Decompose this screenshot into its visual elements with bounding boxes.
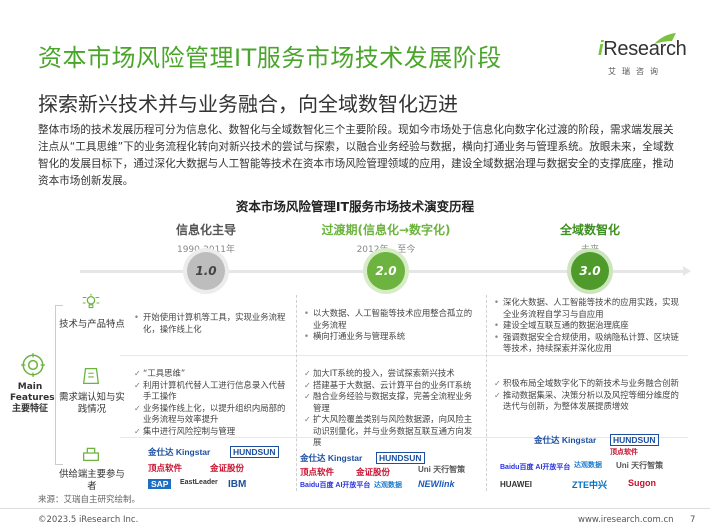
logo-cn: 艾瑞咨询 [608, 67, 664, 76]
logo-swoosh-icon [654, 33, 676, 44]
supplier-logo: 金仕达 Kingstar [534, 435, 597, 445]
stage-3-node: 3.0 [571, 252, 609, 290]
supplier-logo: HUAWEI [500, 480, 532, 489]
page-number: 7 [690, 515, 696, 525]
supplier-logo: 金仕达 Kingstar [300, 453, 363, 463]
stage-2-period: 2012年 - 至今 [356, 245, 416, 255]
demand-cell-3: 积极布局全域数字化下的新技术与业务融合创新 推动数据集采、决策分析以及风控等细分… [494, 378, 686, 413]
supplier-logo: 金仕达 Kingstar [148, 447, 211, 457]
stage-2-node: 2.0 [367, 252, 405, 290]
supplier-logo: EastLeader [180, 479, 218, 486]
supplier-logo: IBM [228, 479, 247, 490]
supplier-icon [83, 447, 99, 461]
list-item: 强调数据安全合规使用，吸纳隐私计算、区块链等技术，持续探索并深化应用 [494, 332, 686, 355]
supplier-logo: 达观数据 [374, 482, 402, 489]
supplier-logo: HUNDSUN [376, 452, 425, 464]
main-features-label: Main Features 主要特征 [10, 382, 55, 414]
supplier-logo: 顶点软件 [300, 467, 335, 477]
supplier-logo: 金证股份 [356, 467, 391, 477]
supplier-logo: Baidu百度 AI开放平台 [500, 464, 571, 471]
row-label-supplier: 供给端主要参与者 [59, 469, 125, 492]
copyright: ©2023.5 iResearch Inc. [38, 515, 139, 525]
demand-cell-2: 加大IT系统的投入，尝试探索新兴技术 搭建基于大数据、云计算平台的业务IT系统 … [304, 368, 480, 449]
supplier-logo: Uni 天行智策 [616, 461, 664, 470]
stage-3-period: 未来 [580, 245, 599, 255]
stage-1-period: 1990-2011年 [176, 245, 236, 255]
supplier-logo: Uni 天行智策 [418, 465, 466, 474]
supplier-logo: Baidu百度 AI开放平台 [300, 482, 371, 489]
page-subtitle: 探索新兴技术并与业务融合，向全域数智化迈进 [38, 92, 458, 116]
col-separator [296, 295, 297, 491]
list-item: 集中进行风险控制与管理 [134, 426, 286, 438]
supplier-logo: HUNDSUN [230, 446, 279, 458]
list-item: 扩大风险覆盖类别与风险数据源，向风险主动识别量化，并与业务数据互联互通方向发展 [304, 414, 480, 449]
supplier-logo: HUNDSUN [610, 434, 659, 446]
list-item: 加大IT系统的投入，尝试探索新兴技术 [304, 368, 480, 380]
tech-cell-2: 以大数据、人工智能等技术应用整合孤立的业务流程 横向打通业务与管理系统 [304, 308, 480, 343]
list-item: 深化大数据、人工智能等技术的应用实践，实现全业务流程自学习与自应用 [494, 297, 686, 320]
timeline-arrow-icon [683, 266, 691, 276]
row-label-tech: 技术与产品特点 [59, 319, 125, 330]
list-item: 搭建基于大数据、云计算平台的业务IT系统 [304, 380, 480, 392]
footer-divider [0, 508, 710, 509]
website-link[interactable]: www.iresearch.com.cn [578, 515, 674, 525]
list-item: 推动数据集采、决策分析以及风控等细分维度的迭代与创新，为整体发展提质增效 [494, 390, 686, 413]
list-item: “工具思维” [134, 368, 286, 380]
supplier-logo: ZTE中兴 [572, 480, 607, 490]
list-item: 以大数据、人工智能等技术应用整合孤立的业务流程 [304, 308, 480, 331]
demand-icon [82, 368, 100, 384]
page-title: 资本市场风险管理IT服务市场技术发展阶段 [38, 44, 502, 72]
stage-1-name: 信息化主导 [175, 223, 236, 237]
iresearch-logo: iResearch 艾瑞咨询 [598, 32, 687, 82]
supplier-logo: Sugon [628, 478, 656, 488]
main-features-brace [55, 305, 63, 465]
source-note: 来源：艾瑞自主研究绘制。 [38, 495, 141, 505]
row-label-demand: 需求端认知与实践情况 [59, 392, 125, 415]
supplier-logo: NEWlink [418, 479, 455, 489]
main-features-icon [21, 353, 45, 377]
intro-paragraph: 整体市场的技术发展历程可分为信息化、数智化与全域数智化三个主要阶段。现如今市场处… [38, 124, 675, 187]
list-item: 积极布局全域数字化下的新技术与业务融合创新 [494, 378, 686, 390]
supplier-logo: 达观数据 [574, 462, 602, 469]
list-item: 开始使用计算机等工具，实现业务流程化，操作线上化 [134, 312, 286, 335]
list-item: 利用计算机代替人工进行信息录入代替手工操作 [134, 380, 286, 403]
supplier-logo: SAP [148, 479, 172, 489]
tech-icon [82, 293, 100, 309]
supplier-logo: 顶点软件 [148, 463, 183, 473]
list-item: 建设全域互联互通的数据治理底座 [494, 320, 686, 332]
list-item: 融合业务经验与数据支撑，完善全流程业务管理 [304, 391, 480, 414]
stage-2-name: 过渡期(信息化→数字化) [321, 223, 451, 237]
tech-cell-1: 开始使用计算机等工具，实现业务流程化，操作线上化 [134, 312, 286, 335]
supplier-logo: 顶点软件 [610, 449, 638, 456]
stage-1-node: 1.0 [187, 252, 225, 290]
list-item: 业务操作线上化，以提升组织内局部的业务流程与效率提升 [134, 403, 286, 426]
list-item: 横向打通业务与管理系统 [304, 331, 480, 343]
row-separator [120, 355, 688, 356]
tech-cell-3: 深化大数据、人工智能等技术的应用实践，实现全业务流程自学习与自应用 建设全域互联… [494, 297, 686, 355]
stage-3-name: 全域数智化 [559, 223, 620, 237]
supplier-logo: 金证股份 [210, 463, 245, 473]
chart-title: 资本市场风险管理IT服务市场技术演变历程 [235, 199, 475, 214]
demand-cell-1: “工具思维” 利用计算机代替人工进行信息录入代替手工操作 业务操作线上化，以提升… [134, 368, 286, 437]
logo-brand: iResearch [598, 38, 687, 60]
col-separator [486, 295, 487, 491]
